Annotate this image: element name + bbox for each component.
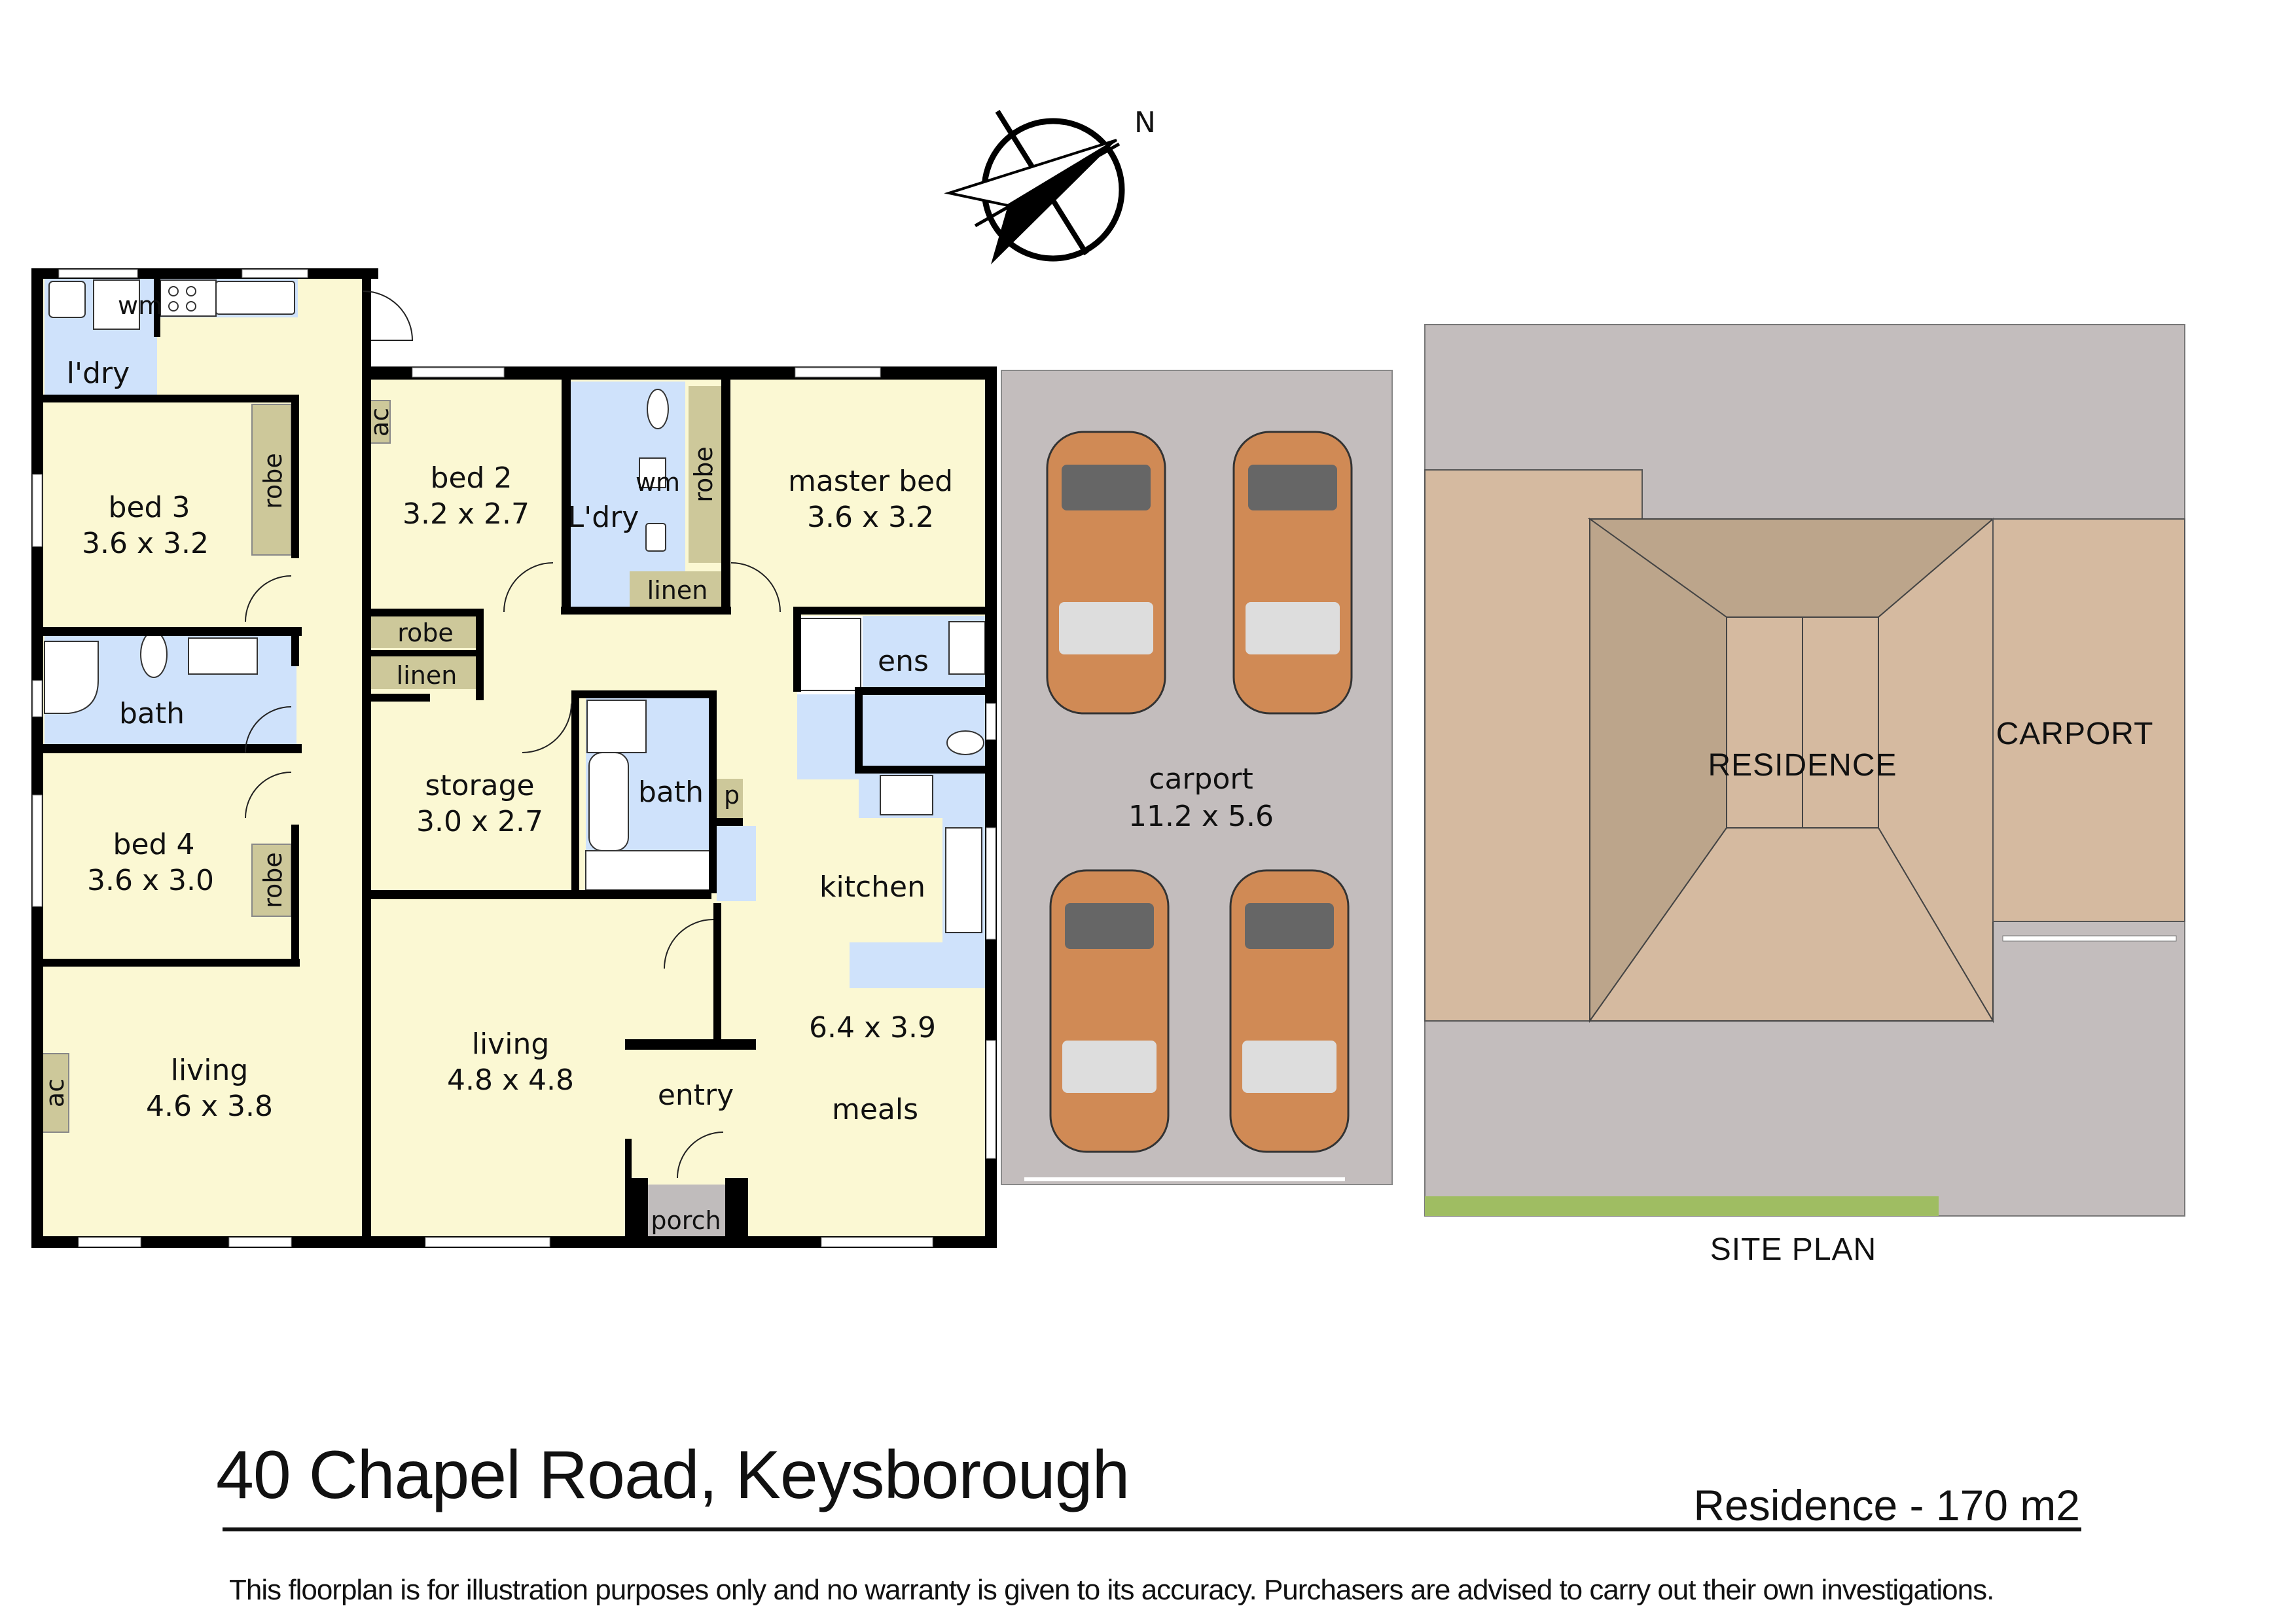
north-compass-icon: N — [944, 106, 1156, 264]
shower-icon — [798, 618, 861, 691]
master-bed-label: master bed — [788, 465, 953, 498]
carport-dim: 11.2 x 5.6 — [1128, 800, 1274, 833]
bed4-label: bed 4 — [113, 828, 195, 861]
meals-label: meals — [832, 1093, 918, 1126]
bath-mid-label: bath — [638, 776, 704, 809]
sink-icon — [48, 281, 86, 318]
storage-dim: 3.0 x 2.7 — [416, 805, 543, 838]
site-plan-title: SITE PLAN — [1710, 1232, 1876, 1267]
disclaimer-text: This floorplan is for illustration purpo… — [229, 1574, 1994, 1606]
car-icon — [1046, 431, 1166, 715]
cooktop-icon — [880, 775, 933, 815]
kitchen-sink-icon — [945, 827, 982, 933]
shower-icon — [44, 641, 99, 714]
door-icon — [503, 562, 554, 613]
door-icon — [677, 1132, 724, 1179]
bed2-label: bed 2 — [431, 461, 512, 495]
porch-label: porch — [651, 1206, 721, 1235]
laundry-left-appliance-label: wm — [118, 291, 162, 320]
toilet-icon — [647, 389, 669, 429]
toilet-icon — [946, 730, 984, 755]
bed2-dim: 3.2 x 2.7 — [403, 497, 529, 531]
master-bed-dim: 3.6 x 3.2 — [807, 501, 934, 534]
living-mid-label: living — [472, 1027, 550, 1061]
fixtures — [44, 279, 986, 933]
bath-left-label: bath — [119, 697, 185, 730]
laundry-mid-label: L'dry — [568, 501, 639, 534]
storage-label: storage — [425, 769, 534, 802]
toilet-icon — [140, 631, 168, 678]
residence-area: Residence - 170 m2 — [1693, 1481, 2080, 1529]
windows — [32, 269, 996, 1247]
basin-icon — [188, 637, 258, 675]
door-icon — [730, 562, 781, 613]
bed3-robe-label: robe — [259, 453, 287, 509]
mid-linen-label: linen — [647, 576, 708, 605]
pantry-label: p — [724, 781, 740, 810]
car-icon — [1229, 869, 1350, 1153]
door-icon — [363, 291, 414, 341]
bed4-robe-label: robe — [259, 852, 287, 908]
hall-linen-label: linen — [397, 661, 457, 690]
bed3-label: bed 3 — [109, 491, 190, 524]
kitchen-label: kitchen — [819, 870, 925, 904]
site-plan: RESIDENCE CARPORT SITE PLAN — [1424, 324, 2185, 1267]
basin-icon — [948, 621, 986, 675]
site-carport-label: CARPORT — [1996, 717, 2154, 751]
vanity-icon — [585, 850, 711, 891]
car-icons — [1046, 431, 1353, 1153]
bathtub-icon — [588, 752, 629, 851]
north-label: N — [1134, 106, 1156, 139]
bed4-dim: 3.6 x 3.0 — [87, 864, 214, 897]
title-divider — [223, 1527, 2081, 1531]
sink-icon — [645, 523, 666, 552]
washing-machine-icon — [639, 457, 666, 488]
bed3-dim: 3.6 x 3.2 — [82, 527, 209, 560]
kitchen-sink-icon — [215, 281, 295, 315]
ensuite-label: ens — [878, 645, 929, 678]
walls — [31, 268, 997, 1248]
site-residence-label: RESIDENCE — [1708, 748, 1897, 783]
door-icon — [522, 703, 572, 753]
kitchen-dim: 6.4 x 3.9 — [809, 1011, 936, 1044]
doors — [245, 291, 781, 1179]
bed2-ac-label: ac — [365, 408, 394, 437]
living-left-ac-label: ac — [41, 1079, 69, 1107]
master-robe-label: robe — [689, 446, 718, 503]
hall-robe-label: robe — [397, 618, 454, 647]
room-labels: wm l'dry bed 3 3.6 x 3.2 robe bath bed 4… — [41, 291, 1274, 1235]
door-icon — [664, 919, 714, 969]
entry-label: entry — [658, 1079, 734, 1112]
shower-icon — [586, 700, 647, 753]
door-icon — [245, 575, 292, 622]
cooktop-icon — [160, 279, 217, 317]
laundry-mid-appliance-label: wm — [636, 468, 680, 497]
living-mid-dim: 4.8 x 4.8 — [447, 1063, 574, 1097]
property-address: 40 Chapel Road, Keysborough — [216, 1437, 1130, 1513]
washing-machine-icon — [93, 279, 140, 330]
car-icon — [1232, 431, 1353, 715]
living-left-label: living — [171, 1054, 249, 1087]
car-icon — [1049, 869, 1170, 1153]
living-left-dim: 4.6 x 3.8 — [146, 1090, 273, 1123]
door-icon — [245, 706, 292, 753]
carport-label: carport — [1149, 762, 1253, 796]
door-icon — [245, 772, 292, 819]
laundry-left-label: l'dry — [67, 357, 130, 390]
